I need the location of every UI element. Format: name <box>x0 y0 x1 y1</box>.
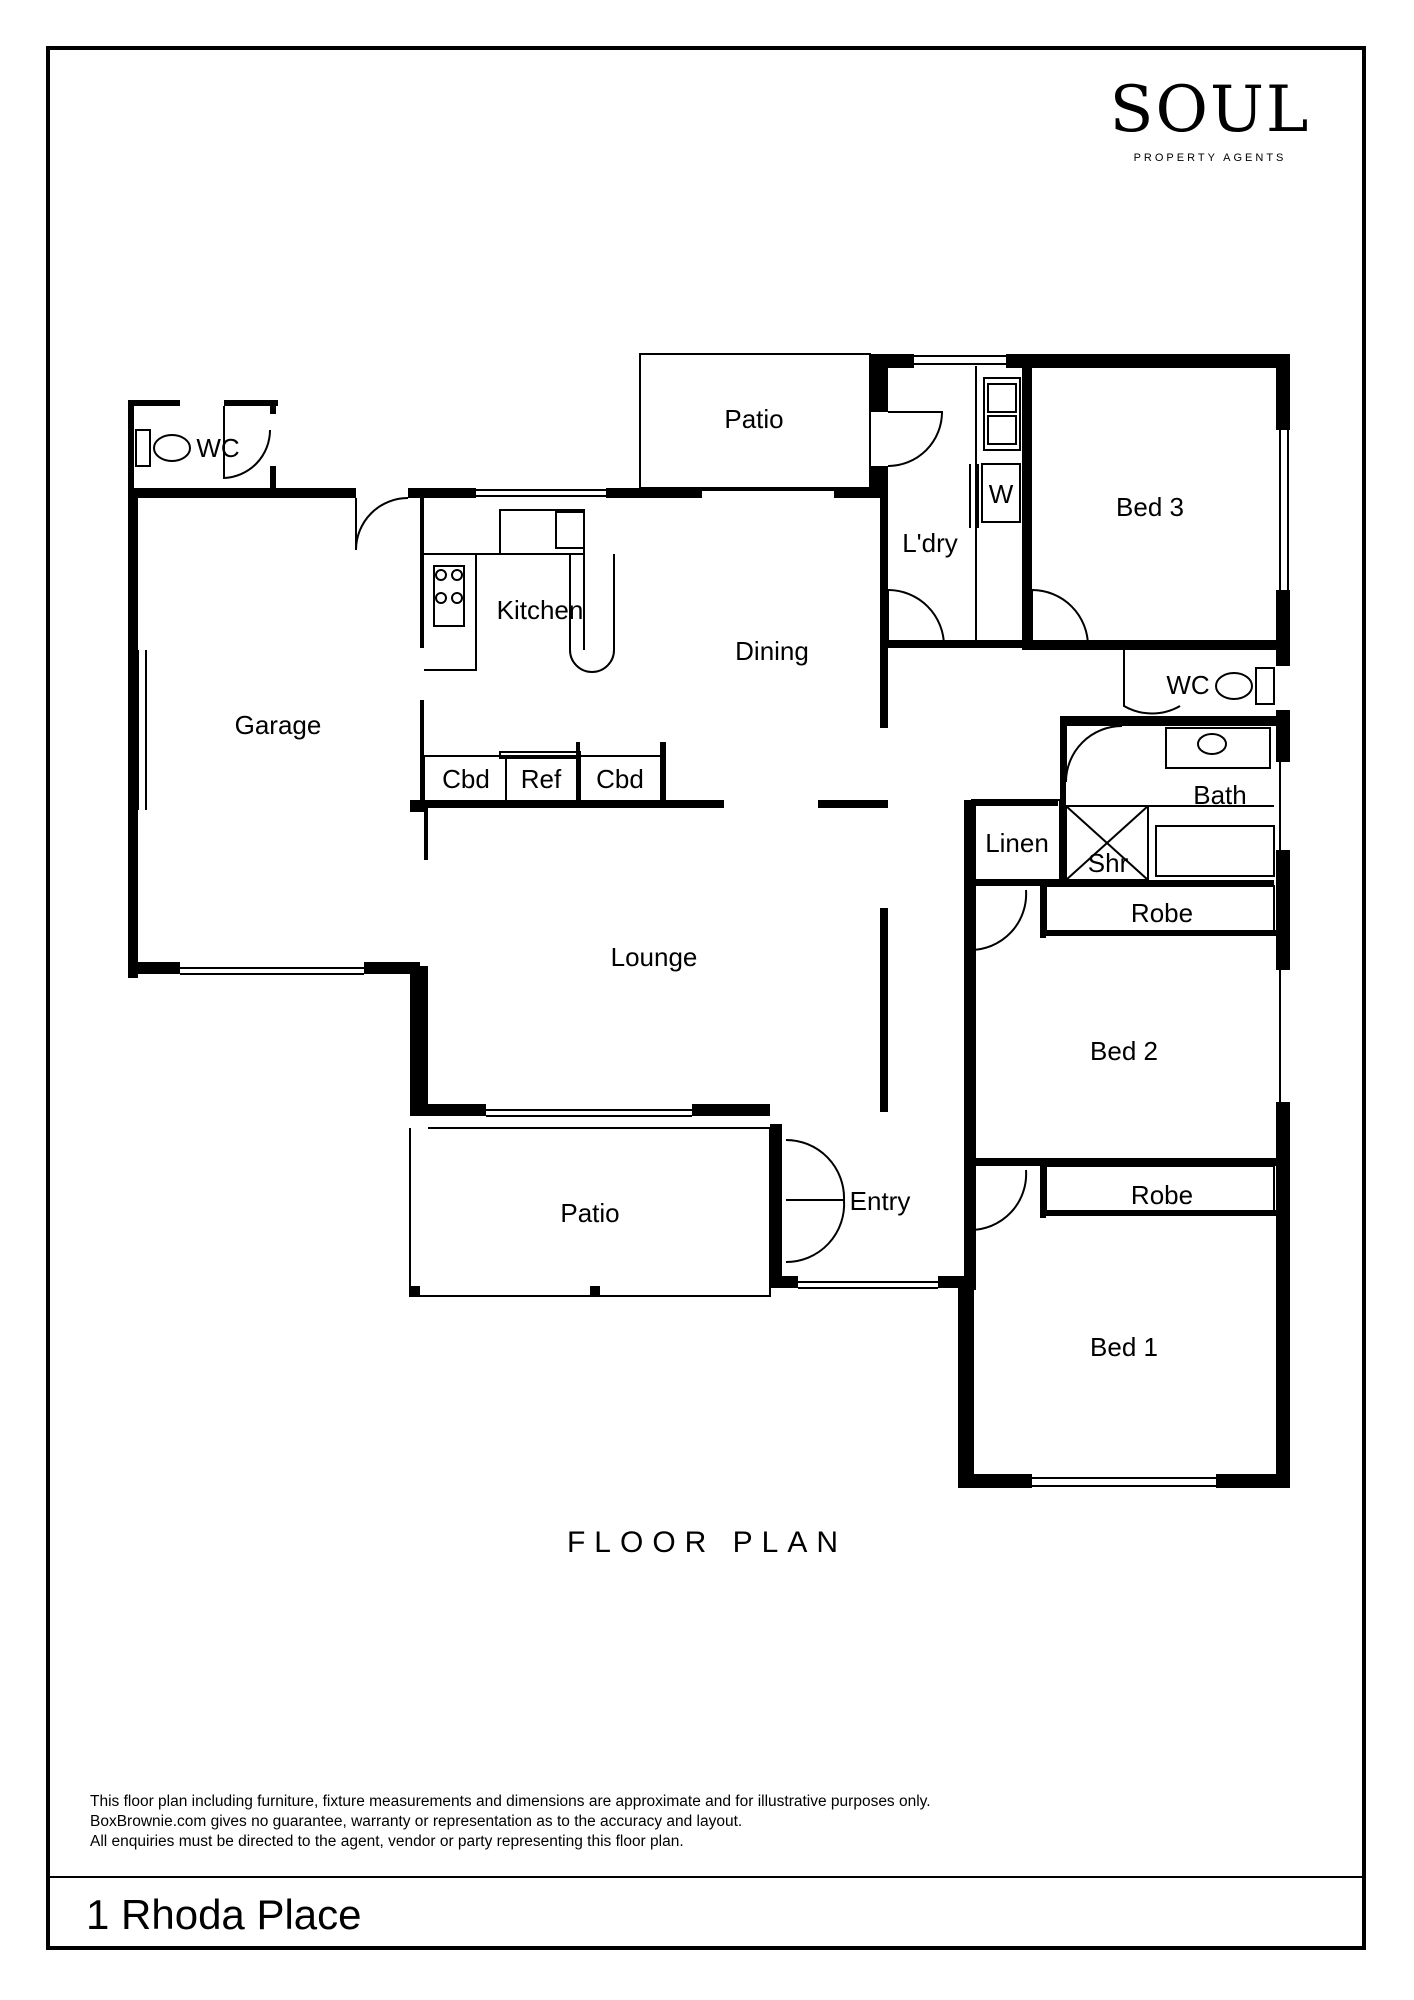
room-label-shower: Shr <box>1088 848 1129 878</box>
room-label-bath: Bath <box>1193 780 1247 810</box>
room-label-entry: Entry <box>850 1186 911 1216</box>
room-label-wc-hall: WC <box>1166 670 1209 700</box>
windows-and-outlines <box>135 353 1289 1487</box>
door-swings <box>223 406 1181 1264</box>
plan-title: FLOOR PLAN <box>566 1526 848 1559</box>
room-label-robe-bed2: Robe <box>1131 898 1193 928</box>
interior-walls <box>420 354 1290 1290</box>
room-label-washer: W <box>989 479 1014 509</box>
room-label-patio-rear: Patio <box>724 404 783 434</box>
room-label-robe-bed1: Robe <box>1131 1180 1193 1210</box>
room-label-ref: Ref <box>521 764 562 794</box>
disclaimer-line: This floor plan including furniture, fix… <box>90 1793 931 1810</box>
logo-wordmark: SOUL <box>1109 73 1311 147</box>
room-label-dining: Dining <box>735 636 809 666</box>
logo-tagline: PROPERTY AGENTS <box>1133 152 1287 164</box>
disclaimer: This floor plan including furniture, fix… <box>90 1792 931 1852</box>
disclaimer-line: All enquiries must be directed to the ag… <box>90 1833 684 1850</box>
agency-logo: SOUL PROPERTY AGENTS <box>1100 78 1320 164</box>
footer-divider <box>46 1876 1366 1878</box>
room-label-cbd-left: Cbd <box>442 764 490 794</box>
room-label-patio-front: Patio <box>560 1198 619 1228</box>
room-label-cbd-right: Cbd <box>596 764 644 794</box>
room-label-wc-garage: WC <box>196 433 239 463</box>
property-address: 1 Rhoda Place <box>86 1891 362 1938</box>
disclaimer-line: BoxBrownie.com gives no guarantee, warra… <box>90 1813 743 1830</box>
room-label-laundry: L'dry <box>902 528 958 558</box>
room-label-garage: Garage <box>235 710 322 740</box>
room-label-bed1: Bed 1 <box>1090 1332 1158 1362</box>
room-label-bed2: Bed 2 <box>1090 1036 1158 1066</box>
exterior-walls <box>128 354 1290 1488</box>
page-frame <box>46 46 1366 1950</box>
patio-posts <box>410 1286 600 1296</box>
room-label-kitchen: Kitchen <box>497 595 584 625</box>
room-labels: WC Patio L'dry W Bed 3 Kitchen Dining Ga… <box>196 404 1246 1362</box>
room-label-linen: Linen <box>985 828 1049 858</box>
room-label-bed3: Bed 3 <box>1116 492 1184 522</box>
room-label-lounge: Lounge <box>611 942 698 972</box>
